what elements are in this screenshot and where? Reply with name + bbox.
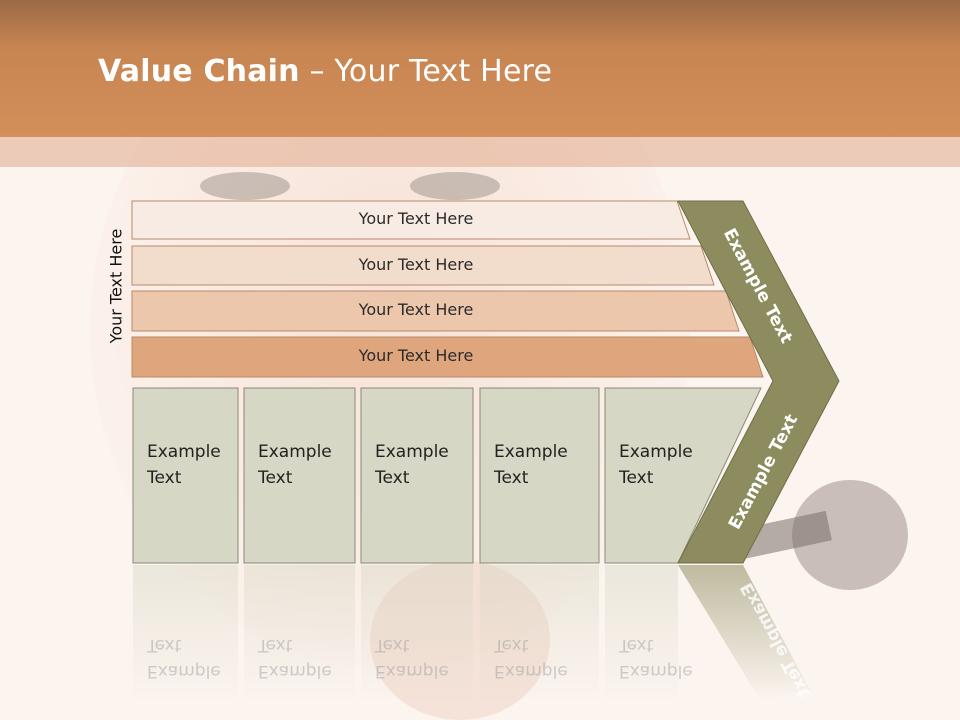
activity-box-reflection bbox=[605, 565, 678, 705]
chain-bar-3 bbox=[131, 290, 740, 332]
activity-box-reflection bbox=[480, 565, 599, 705]
chain-bar-label: Your Text Here bbox=[358, 300, 474, 319]
chain-bar-label: Your Text Here bbox=[358, 346, 474, 365]
header-bar bbox=[0, 0, 960, 137]
chain-bar-2 bbox=[131, 245, 715, 286]
activity-box-label-reflection: Example Text bbox=[147, 635, 221, 681]
activity-box-reflection bbox=[133, 565, 238, 705]
activity-box-1 bbox=[132, 387, 239, 564]
activity-box-label-reflection: Example Text bbox=[619, 635, 693, 681]
chain-bar-4 bbox=[131, 336, 764, 378]
title-bold: Value Chain bbox=[98, 54, 300, 89]
slide-title: Value Chain – Your Text Here bbox=[98, 54, 552, 89]
activity-box-label: Example Text bbox=[619, 442, 693, 488]
activity-box-label-reflection: Example Text bbox=[375, 635, 449, 681]
activity-box-2 bbox=[243, 387, 356, 564]
activity-box-label: Example Text bbox=[147, 442, 221, 488]
activity-box-label: Example Text bbox=[258, 442, 332, 488]
activity-box-label: Example Text bbox=[494, 442, 568, 488]
activity-box-label-reflection: Example Text bbox=[258, 635, 332, 681]
chain-bar-1 bbox=[131, 200, 691, 240]
activity-box-label-reflection: Example Text bbox=[494, 635, 568, 681]
activity-box-4 bbox=[479, 387, 600, 564]
chevron-arrow bbox=[677, 200, 840, 564]
title-rest: – Your Text Here bbox=[299, 54, 553, 89]
activity-box-reflection bbox=[244, 565, 355, 705]
activity-box-3 bbox=[360, 387, 474, 564]
activity-box-label: Example Text bbox=[375, 442, 449, 488]
header-band bbox=[0, 137, 960, 167]
chain-bar-label: Your Text Here bbox=[358, 209, 474, 228]
chevron-reflection bbox=[678, 565, 810, 700]
chain-bar-label: Your Text Here bbox=[358, 254, 474, 274]
activity-box-reflection bbox=[361, 565, 473, 705]
